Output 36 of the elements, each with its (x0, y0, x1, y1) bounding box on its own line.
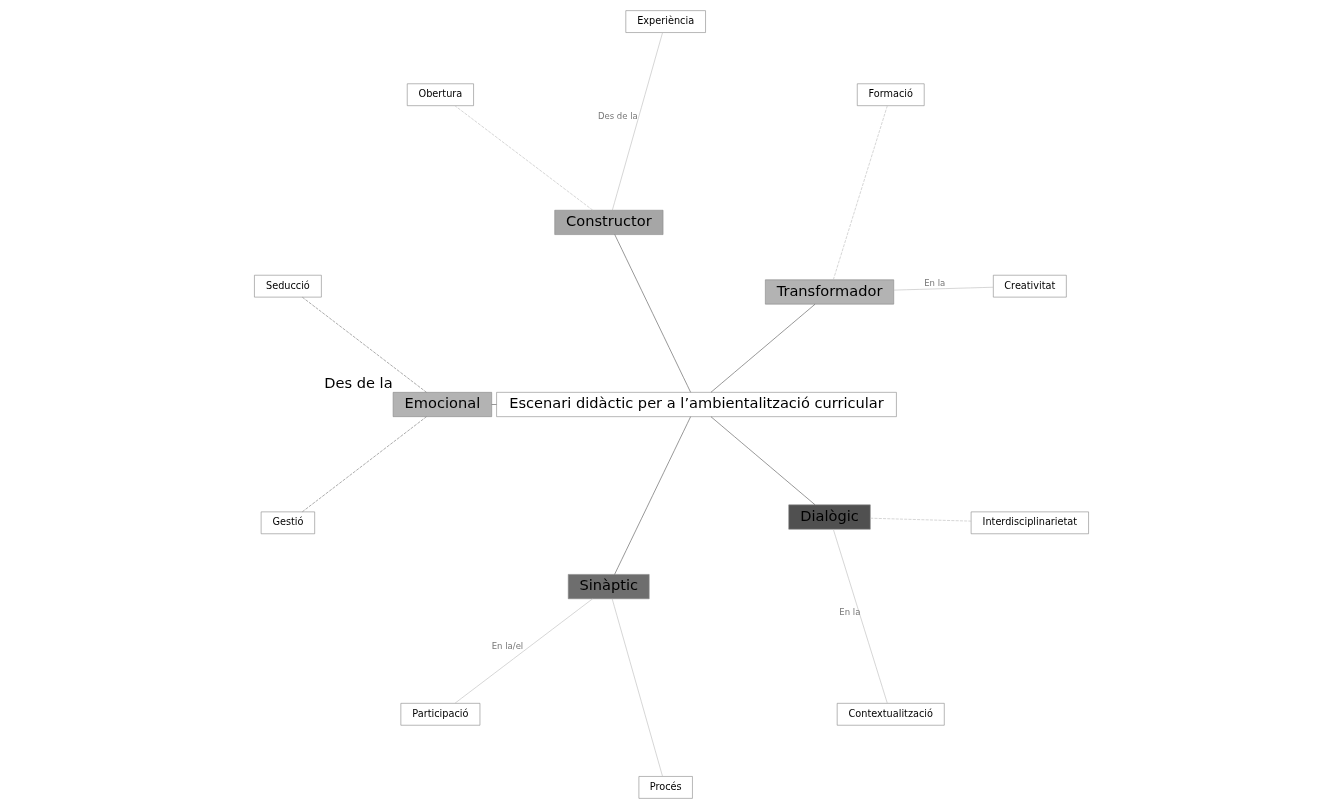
edge-label: En la (838, 606, 860, 617)
node-box: Dialògic (787, 504, 871, 530)
connector (710, 303, 815, 393)
node-box: Obertura (406, 83, 474, 106)
node-box: Seducció (253, 274, 322, 298)
edge-label: En la (923, 278, 945, 289)
connector (611, 32, 663, 211)
node-box: Participació (400, 703, 480, 726)
node-box: Escenari didàctic per a l’ambientalització curricular (495, 392, 897, 417)
connector (892, 286, 993, 291)
connector (301, 297, 427, 393)
node-box: Sinàptic (567, 574, 649, 600)
connector (869, 517, 971, 522)
connector (490, 404, 497, 405)
connector (832, 105, 888, 280)
node-box: Constructor (553, 209, 663, 235)
node-box: Transformador (764, 279, 894, 305)
node-box: Interdisciplinarietat (970, 511, 1089, 535)
connector (613, 234, 691, 393)
node-box: Contextualització (836, 703, 945, 726)
node-box: Experiència (625, 10, 706, 33)
connector (454, 598, 593, 704)
node-box: Creativitat (992, 274, 1067, 298)
connector (710, 416, 815, 506)
edge-label: Des de la (597, 110, 638, 121)
connector (454, 105, 593, 211)
connector (832, 529, 888, 704)
node-box: Formació (856, 83, 924, 106)
connector (611, 598, 663, 777)
node-box: Procés (638, 776, 693, 799)
connector (613, 416, 691, 575)
node-label: Des de la (323, 374, 393, 392)
node-box: Emocional (392, 392, 492, 417)
edge-label: En la/el (491, 641, 523, 652)
connector (301, 416, 427, 513)
node-box: Gestió (260, 511, 315, 535)
